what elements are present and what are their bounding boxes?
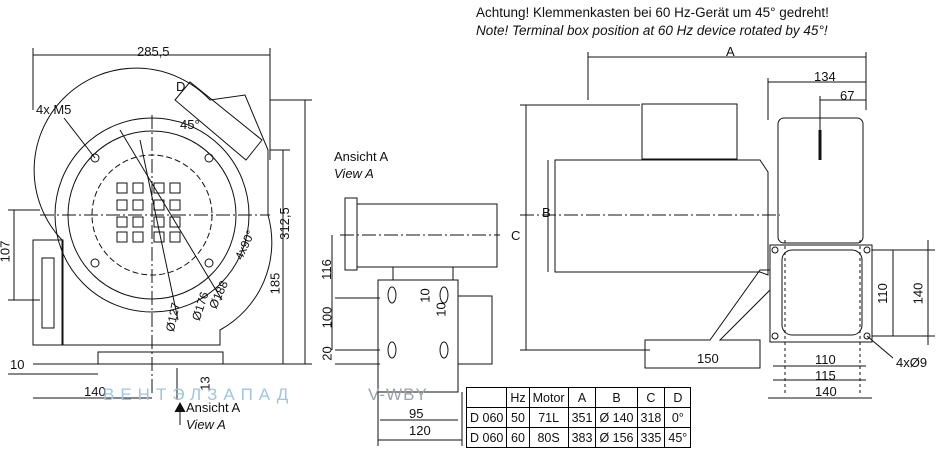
table-header: C	[636, 387, 666, 408]
dim-10a: 10	[417, 288, 433, 303]
dim-67: 67	[840, 88, 855, 103]
table-cell: 383	[567, 427, 597, 448]
table-cell: 50	[506, 407, 530, 428]
dim-10b: 10	[433, 302, 449, 317]
table-cell: 335	[636, 427, 666, 448]
dim-115-width: 115	[815, 368, 836, 383]
table-cell: Ø 156	[595, 427, 638, 448]
front-view-drawing	[8, 48, 312, 425]
table-cell: 60	[506, 427, 530, 448]
table-cell: D 060	[465, 427, 508, 448]
note-german: Achtung! Klemmenkasten bei 60 Hz-Gerät u…	[476, 5, 829, 20]
dim-a: A	[726, 44, 735, 59]
dim-110-height: 110	[874, 283, 890, 304]
flange-view-title-en: View A	[334, 166, 374, 181]
dim-140-width: 140	[815, 384, 837, 399]
table-header	[465, 387, 508, 408]
table-cell: D 060	[465, 407, 508, 428]
table-cell: 0°	[664, 407, 692, 428]
flange-view-drawing	[331, 197, 500, 446]
table-header: Motor	[528, 387, 569, 408]
table-cell: 45°	[664, 427, 692, 448]
note-english: Note! Terminal box position at 60 Hz dev…	[476, 23, 828, 38]
dim-150: 150	[697, 351, 719, 366]
label-holes: 4xØ9	[896, 355, 928, 370]
dim-134: 134	[814, 69, 836, 84]
dim-width-overall: 285,5	[137, 44, 170, 59]
table-row: D 060 50 71L 351 Ø 140 318 0°	[465, 407, 692, 428]
label-bolts: 4x M5	[36, 102, 72, 117]
dim-100: 100	[319, 306, 335, 329]
dim-120: 120	[409, 423, 431, 438]
table-header: B	[595, 387, 638, 408]
dim-angle-45: 45°	[180, 117, 200, 132]
table-header: A	[567, 387, 597, 408]
side-view-drawing	[520, 52, 867, 369]
dim-height-outlet: 107	[0, 240, 13, 263]
dim-d: D	[176, 79, 186, 94]
table-cell: 351	[567, 407, 597, 428]
dim-116: 116	[318, 259, 334, 280]
dim-foot-height: 10	[10, 357, 25, 372]
view-a-label-de: Ansicht A	[186, 400, 241, 415]
rear-view-drawing	[767, 78, 935, 399]
table-cell: 80S	[528, 427, 569, 448]
table-cell: Ø 140	[595, 407, 638, 428]
dim-height-inner: 185	[267, 272, 283, 295]
table-cell: 318	[636, 407, 666, 428]
table-header: D	[664, 387, 692, 408]
view-a-label-en: View A	[186, 417, 226, 432]
dim-c: C	[511, 228, 521, 243]
watermark-brand: ВЕНТЭЛЗАПАД	[103, 385, 295, 404]
dim-20: 20	[319, 346, 335, 361]
watermark-model: V-WBY	[368, 385, 428, 404]
dim-95: 95	[409, 406, 424, 421]
table-header: Hz	[506, 387, 530, 408]
table-cell: 71L	[528, 407, 569, 428]
dim-110-width: 110	[815, 352, 836, 367]
table-row: D 060 60 80S 383 Ø 156 335 45°	[465, 427, 692, 448]
dim-b: B	[542, 205, 551, 220]
dim-140-height: 140	[910, 282, 926, 305]
spec-table: Hz Motor A B C D D 060 50 71L 351 Ø 140 …	[465, 387, 692, 448]
dim-height-overall: 312,5	[276, 207, 292, 240]
table-header-row: Hz Motor A B C D	[465, 387, 692, 408]
dim-foot-width: 140	[84, 384, 106, 399]
flange-view-title-de: Ansicht A	[334, 149, 389, 164]
